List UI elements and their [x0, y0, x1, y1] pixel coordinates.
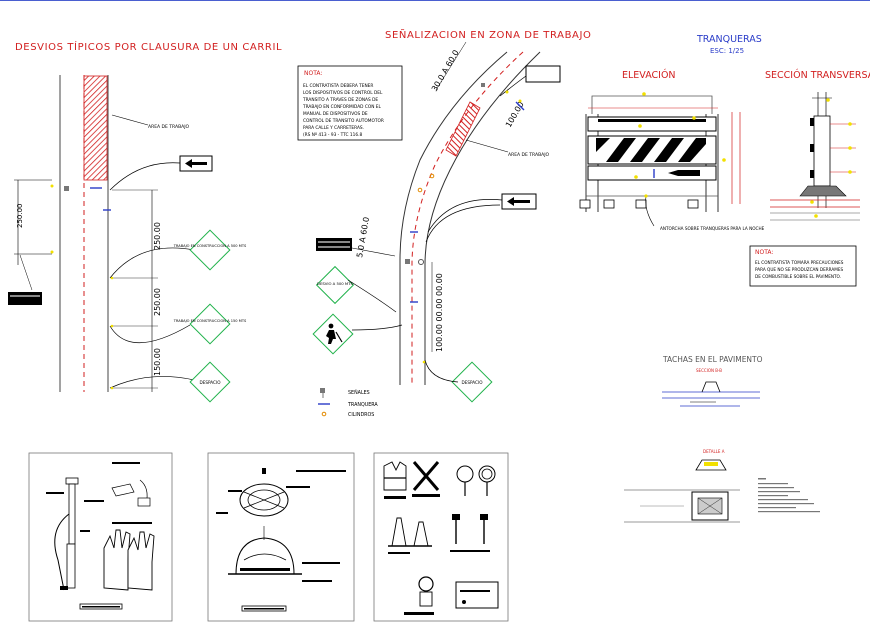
middle-sign-desvio: DESVIO A 500 MTS: [315, 265, 355, 305]
legend-senales-icon: [320, 388, 325, 393]
left-sign-diamond-2: TRABAJO EN CONSTRUCCION A 150 MTS: [173, 303, 247, 345]
middle-nota-box: [297, 65, 403, 141]
title-senalizacion: SEÑALIZACION EN ZONA DE TRABAJO: [385, 28, 592, 41]
middle-nota-line-4: TRABAJO EN CONFORMIDAD CON EL: [302, 104, 382, 110]
middle-nota-title: NOTA:: [304, 70, 322, 77]
work-area-hatch: [83, 75, 108, 181]
left-sign-diamond-1: TRABAJO EN CONSTRUCCION A 500 MTS: [173, 229, 247, 271]
legend-cilindros: CILINDROS: [348, 412, 374, 418]
tranquera-nota-box: [749, 245, 857, 287]
tranquera-nota-title: NOTA:: [755, 249, 773, 256]
left-sign-1-text: TRABAJO EN CONSTRUCCION A 500 MTS: [173, 244, 247, 248]
tranquera-nota-line-1: EL CONTRATISTA TOMARA PRECAUCIONES: [755, 260, 844, 265]
middle-blank-sign: [525, 65, 561, 83]
middle-sign-desvio-text: DESVIO A 500 MTS: [317, 281, 353, 286]
middle-nota-line-6: CONTROL DE TRANSITO AUTOMOTOR: [303, 118, 384, 124]
left-dim-1: 250.00: [153, 222, 162, 250]
tachas-section-label: SECCION B-B: [696, 368, 722, 373]
epp-panel-helmet: [207, 452, 355, 622]
tranquera-elevation: ANTORCHA SOBRE TRANQUERAS PARA LA NOCHE: [579, 92, 765, 231]
title-escala: ESC: 1/25: [710, 47, 744, 55]
left-road-plan: AREA DE TRABAJO 250.00 250.00 250.00 150…: [8, 75, 247, 403]
left-dim-2: 250.00: [153, 288, 162, 316]
title-tranqueras: TRANQUERAS: [696, 34, 762, 45]
epp-panel-signals: [373, 452, 509, 622]
tranquera-nota-line-2: PARA QUE NO SE PRODUZCAN DERRAMES: [755, 267, 843, 272]
middle-dim-mid: 100.00: [504, 100, 526, 129]
title-desvios: DESVIOS TÍPICOS POR CLAUSURA DE UN CARRI…: [15, 40, 282, 53]
lamp-label: ANTORCHA SOBRE TRANQUERAS PARA LA NOCHE: [660, 226, 765, 231]
left-dim-outer: 250.00: [16, 204, 24, 229]
left-sign-2-text: TRABAJO EN CONSTRUCCION A 150 MTS: [173, 319, 247, 323]
middle-sign-despacio-text: DESPACIO: [461, 380, 483, 385]
tachas-detail-label: DETALLE A: [703, 449, 725, 454]
tranquera-section: [770, 92, 860, 221]
middle-dim-low: 5.0 A 60.0: [355, 216, 371, 258]
title-seccion: SECCIÓN TRANSVERSAL: [765, 69, 870, 81]
middle-nota-line-3: TRANSITO A TRAVES DE ZONAS DE: [302, 97, 378, 103]
barricade-stripes: [596, 138, 706, 162]
legend-cilindros-icon: [321, 411, 327, 417]
top-border-line: [0, 0, 870, 1]
middle-dim-vert: 100.00 00.00 00.00: [435, 273, 444, 352]
middle-nota-line-7: PARA CALLE Y CARRETERAS.: [303, 125, 364, 131]
left-sign-3-text: DESPACIO: [199, 380, 221, 385]
middle-work-area: [445, 101, 481, 157]
barricade-arrow: [668, 170, 700, 176]
epp-panel-gloves: [28, 452, 173, 622]
middle-nota-line-5: MANUAL DE DISPOSITIVOS DE: [303, 111, 368, 117]
left-area-label: AREA DE TRABAJO: [148, 124, 190, 130]
middle-area-label: AREA DE TRABAJO: [508, 152, 550, 158]
tranquera-nota-line-3: DE COMBUSTIBLE SOBRE EL PAVIMENTO.: [755, 274, 841, 279]
middle-dim-top: 30.0 A 60.0: [430, 49, 461, 93]
title-elevacion: ELEVACIÓN: [622, 69, 676, 81]
tachas-detail: DETALLE A: [624, 449, 820, 523]
middle-road-plan: NOTA: EL CONTRATISTA DEBERA TENER LOS DI…: [297, 41, 561, 418]
middle-sign-despacio: DESPACIO: [451, 361, 493, 403]
tachas-section: SECCION B-B: [662, 368, 760, 407]
middle-nota-line-2: LOS DISPOSITIVOS DE CONTROL DEL: [303, 90, 383, 96]
left-dim-3: 150.00: [153, 348, 162, 376]
title-tachas: TACHAS EN EL PAVIMENTO: [662, 355, 763, 364]
legend-tranquera: TRANQUERA: [347, 402, 378, 408]
middle-nota-line-1: EL CONTRATISTA DEBERA TENER: [303, 83, 373, 89]
middle-arrow-board: [316, 238, 352, 251]
arrow-board-sign: [8, 292, 42, 305]
middle-sign-worker: [312, 313, 354, 355]
legend-senales: SEÑALES: [348, 389, 370, 396]
left-sign-diamond-3: DESPACIO: [189, 361, 231, 403]
middle-nota-line-8: (RS Nº 413 - 93 - TTC 116.8: [303, 132, 362, 138]
